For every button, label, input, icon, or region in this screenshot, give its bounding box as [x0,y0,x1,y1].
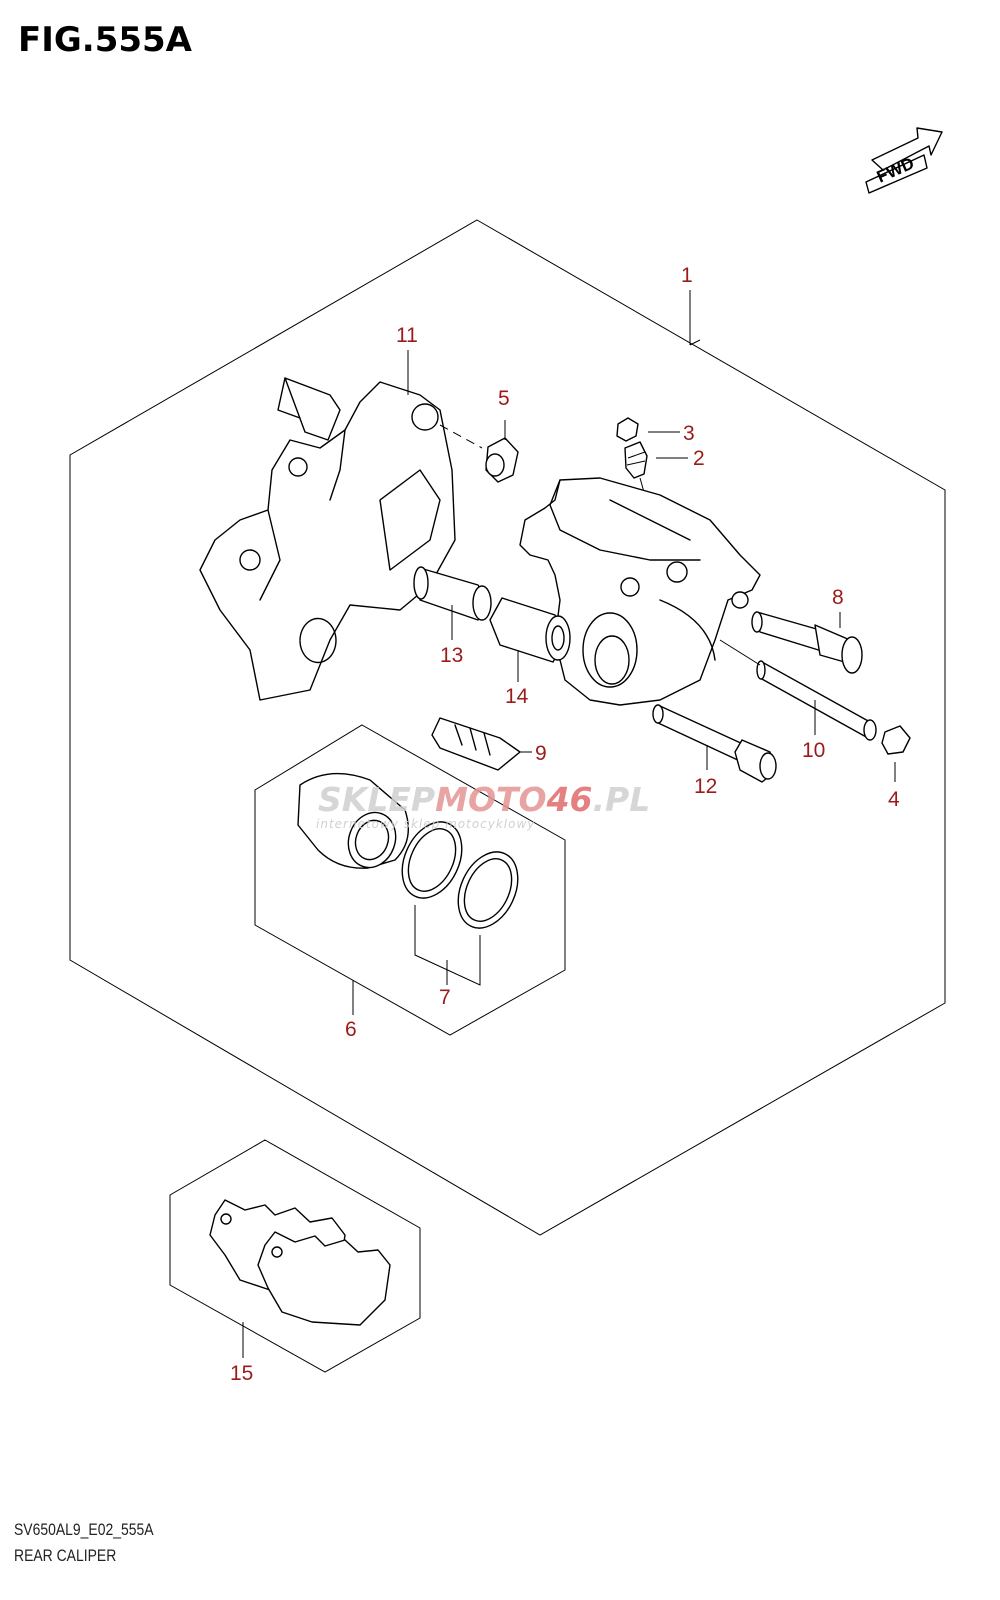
pin-10 [756,660,877,741]
pad-spring-9 [431,717,521,771]
bleeder-valve-2 [624,441,648,479]
watermark: SKLEPMOTO46.PL internetowy sklep motocyk… [316,780,650,831]
callout-11: 11 [396,324,418,347]
leader-dashed [439,424,483,449]
callout-1: 1 [681,264,693,287]
callout-8: 8 [832,586,844,609]
callout-5: 5 [498,387,510,410]
piston-6 [297,772,409,869]
callout-4: 4 [888,788,900,811]
callout-14: 14 [505,685,529,708]
plug-4 [881,725,911,755]
cap-3 [616,417,639,442]
callout-6: 6 [345,1018,357,1041]
callout-9: 9 [535,742,547,765]
leader-line [719,639,761,666]
callout-7: 7 [439,986,451,1009]
caliper-bracket [199,377,456,701]
watermark-part-3: 46 [546,780,593,819]
diagram-code: SV650AL9_E02_555A [14,1520,154,1539]
callout-2: 2 [693,447,705,470]
callout-15: 15 [230,1362,253,1385]
watermark-part-1: SKLEP [318,780,435,819]
fwd-arrow-icon: FWD [865,127,943,194]
callout-13: 13 [440,644,463,667]
caliper-assembly-outline [69,219,946,1236]
bolt-12 [652,704,777,783]
piston-kit-outline [254,724,566,1036]
brake-pad-front [257,1231,391,1326]
callout-12: 12 [694,775,717,798]
boot-5 [485,437,519,483]
callout-3: 3 [683,422,695,445]
figure-title: FIG.555A [18,20,192,60]
diagram-name: REAR CALIPER [14,1546,117,1565]
callout-leaders [242,290,896,1358]
callout-10: 10 [802,739,825,762]
seal-7a [401,821,463,899]
pad-set-outline [169,1139,421,1373]
slide-pin-13 [413,566,492,621]
pin-8 [751,611,863,674]
caliper-body [519,477,761,706]
watermark-part-2: MOTO [435,780,546,819]
boot-14 [489,597,571,663]
watermark-part-4: .PL [593,780,651,819]
watermark-tagline: internetowy sklep motocyklowy [316,817,535,831]
svg-text:SKLEPMOTO46.PL: SKLEPMOTO46.PL [318,780,650,819]
seal-7b [457,851,519,929]
